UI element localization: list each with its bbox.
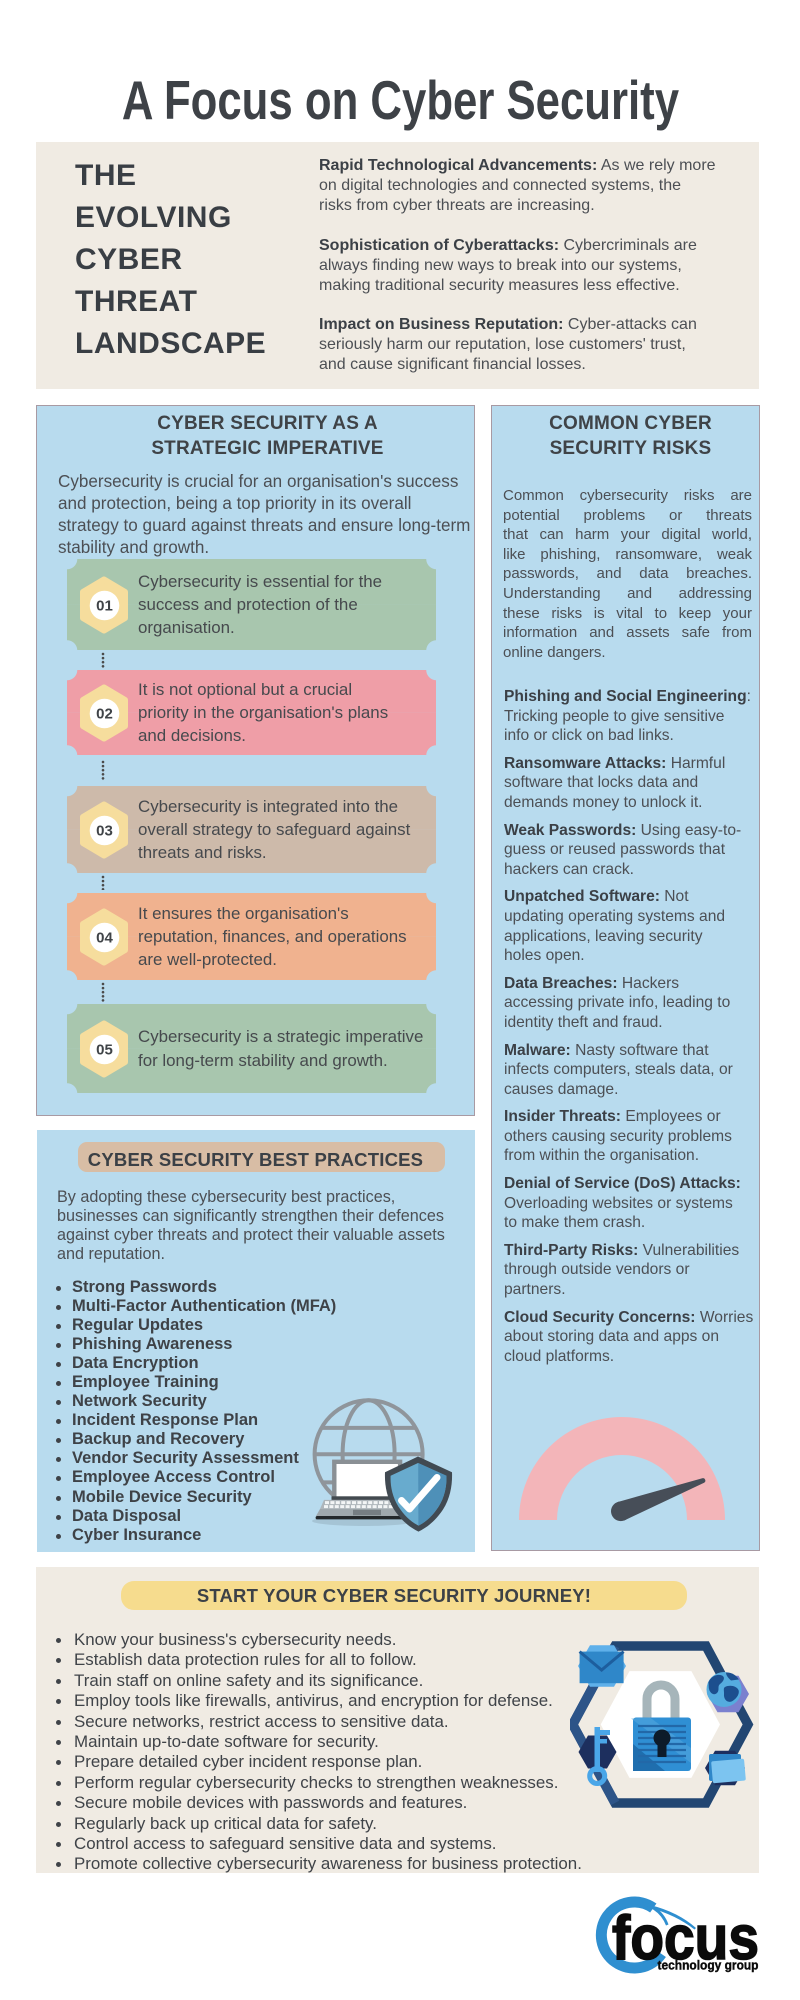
svg-text:focus: focus: [612, 1904, 759, 1973]
svg-text:01: 01: [96, 597, 113, 614]
svg-text:technology group: technology group: [658, 1959, 759, 1973]
svg-text:03: 03: [96, 822, 113, 839]
svg-text:05: 05: [96, 1041, 113, 1058]
svg-text:04: 04: [96, 929, 113, 946]
svg-text:02: 02: [96, 705, 113, 722]
